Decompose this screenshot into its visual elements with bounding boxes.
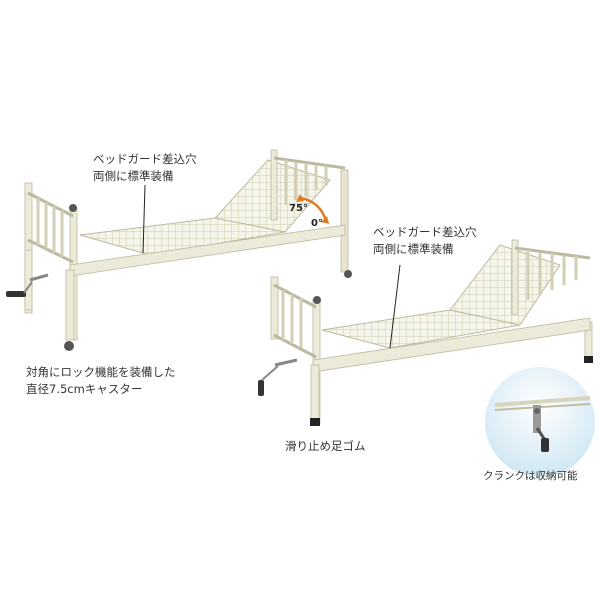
crank-label: クランクは収納可能 <box>483 470 578 482</box>
guard-slot-label-left-line2: 両側に標準装備 <box>93 169 174 183</box>
right-bed-mesh-raised <box>449 244 561 326</box>
rubber-foot-icon <box>310 418 320 426</box>
angle-max-label: 75° <box>289 203 308 214</box>
angle-min-label: 0° <box>311 218 323 229</box>
guard-slot-pointer-right <box>389 264 401 349</box>
caster-label-line1: 対角にロック機能を装備した <box>26 365 176 379</box>
crank-icon <box>258 358 298 396</box>
crank-icon <box>6 273 49 297</box>
guard-slot-label-left: ベッドガード差込穴 両側に標準装備 <box>93 151 197 185</box>
guard-slot-label-left-line1: ベッドガード差込穴 <box>93 152 197 166</box>
caster-label-line2: 直径7.5cmキャスター <box>26 382 143 396</box>
guard-slot-label-right: ベッドガード差込穴 両側に標準装備 <box>373 224 477 258</box>
right-bed-footboard <box>511 239 591 316</box>
caster-label: 対角にロック機能を装備した 直径7.5cmキャスター <box>26 364 176 398</box>
crank-inset <box>485 367 595 477</box>
rubber-feet-label: 滑り止め足ゴム <box>285 439 366 453</box>
guard-slot-label-right-line1: ベッドガード差込穴 <box>373 225 477 239</box>
caster-icon <box>64 270 352 351</box>
left-bed-footboard <box>270 149 346 221</box>
right-bed <box>258 239 593 426</box>
left-bed-leg <box>340 169 349 273</box>
guard-slot-label-right-line2: 両側に標準装備 <box>373 242 454 256</box>
left-bed <box>6 149 352 351</box>
guard-slot-pointer-left <box>142 184 146 254</box>
